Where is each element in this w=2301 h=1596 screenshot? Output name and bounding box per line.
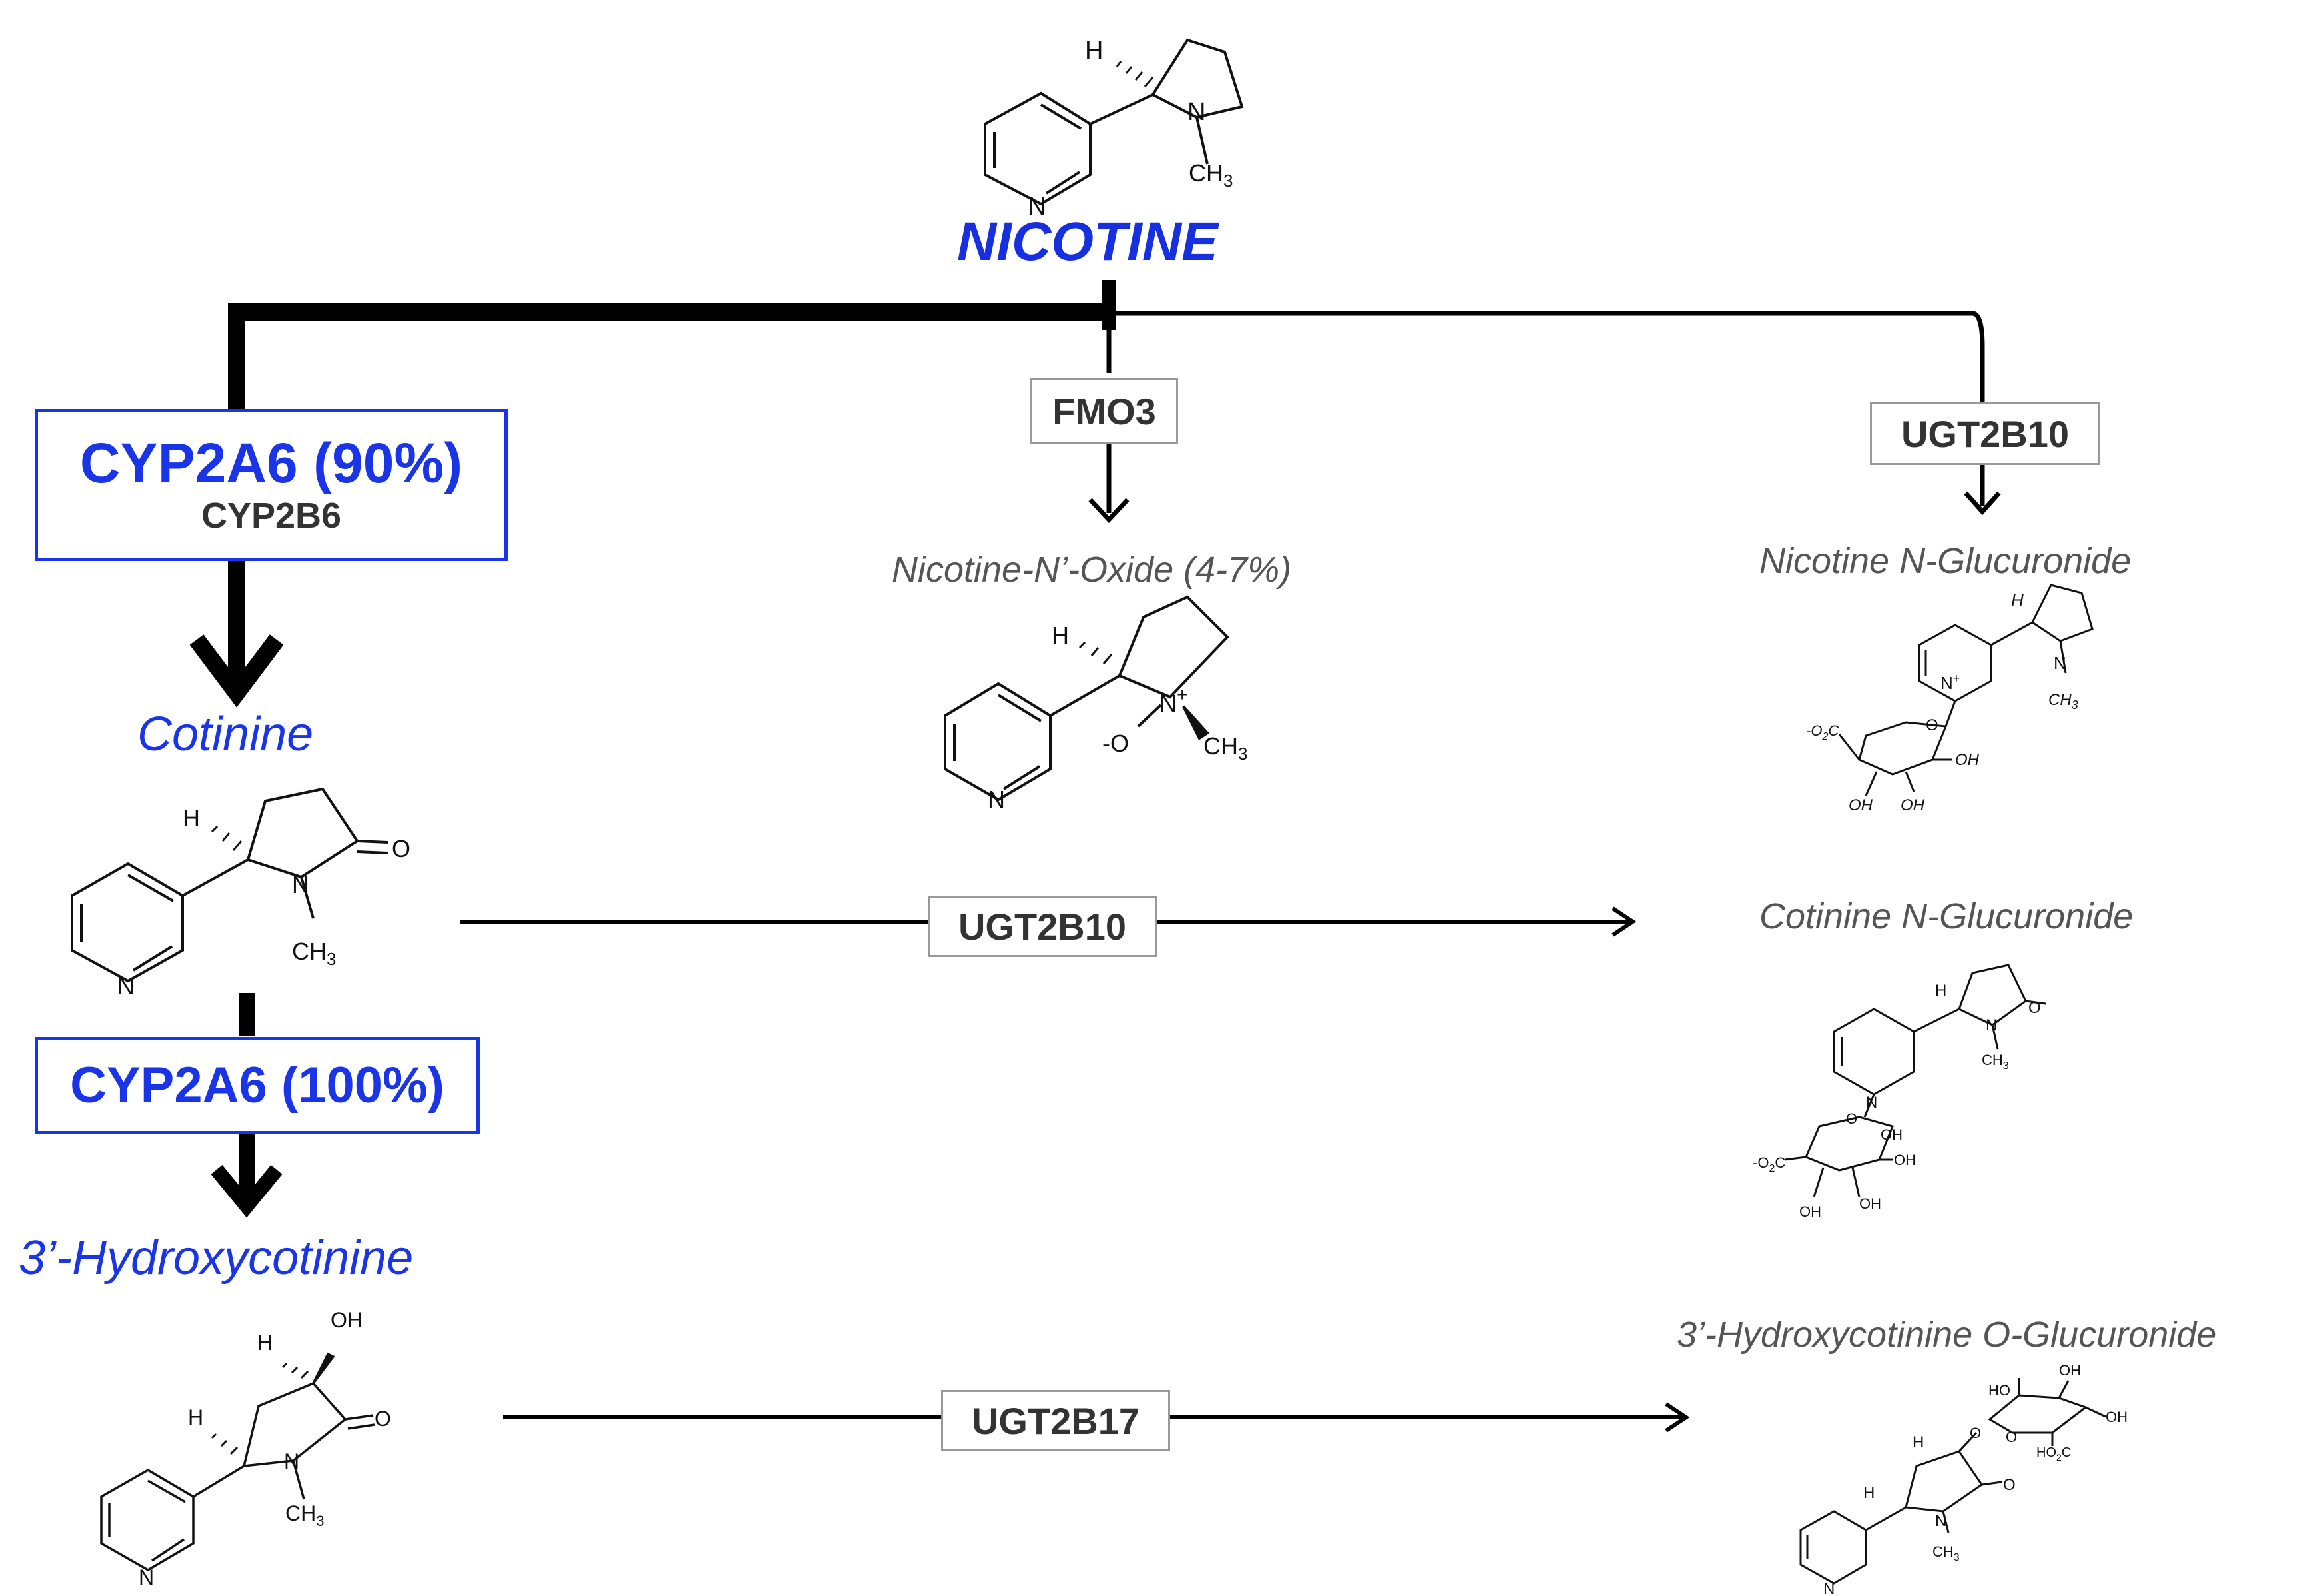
hglucuronide-atom-ch3: CH3 <box>1932 1543 1960 1563</box>
hglucuronide-atom-o: O <box>2003 1476 2016 1494</box>
nicotine-atom-n-pyrrolidine: N <box>1187 98 1205 126</box>
ugt2b17-enzyme-box: UGT2B17 <box>941 1390 1170 1451</box>
cglucuronide-atom-ch3: CH3 <box>1982 1052 2009 1072</box>
hglucuronide-atom-oh-2: OH <box>2106 1409 2128 1425</box>
hydroxycotinine-label: 3’-Hydroxycotinine <box>19 1231 414 1285</box>
hydroxycotinine-glucuronide-label: 3’-Hydroxycotinine O-Glucuronide <box>1677 1315 2217 1355</box>
cglucuronide-atom-o-ring: O <box>1846 1110 1857 1127</box>
hglucuronide-atom-h-1: H <box>1913 1433 1924 1451</box>
hglucuronide-atom-o-ring: O <box>2006 1429 2017 1445</box>
nglucuronide-atom-n-plus: N+ <box>1940 672 1960 693</box>
fmo3-enzyme-box: FMO3 <box>1030 378 1178 444</box>
cotinine-atom-o: O <box>392 835 410 862</box>
hydroxycotinine-atom-h-2: H <box>188 1405 203 1429</box>
cglucuronide-atom-oh-2: OH <box>1894 1152 1916 1168</box>
nicotine-oxide-structure <box>944 595 1229 802</box>
nicotine-atom-n-pyridine: N <box>1028 193 1046 221</box>
hglucuronide-atom-ho: HO <box>1988 1382 2010 1399</box>
ugt2b10-top-arrowhead <box>1964 491 2001 516</box>
ugt2b10-mid-label: UGT2B10 <box>958 905 1127 948</box>
ugt2b10-mid-arrowhead <box>1611 906 1637 937</box>
nglucuronide-atom-ch3: CH3 <box>2048 691 2078 712</box>
hydroxycotinine-atom-oh: OH <box>331 1308 363 1332</box>
nglucuronide-atom-h: H <box>2011 590 2024 610</box>
nglucuronide-atom-oh-1: OH <box>1955 751 1980 769</box>
cotinine-atom-ch3: CH3 <box>292 938 336 969</box>
nicotine-structure <box>984 38 1244 206</box>
hydroxycotinine-glucuronide-structure <box>1799 1378 2106 1585</box>
cotinine-atom-n-pyrrolidinone: N <box>292 871 309 898</box>
nicotine-glucuronide-structure <box>1838 584 2094 796</box>
cotinine-label: Cotinine <box>137 708 314 761</box>
cglucuronide-atom-oh-3: OH <box>1799 1203 1821 1220</box>
nicotine-title: NICOTINE <box>957 211 1218 272</box>
nglucuronide-atom-n: N <box>2054 653 2066 673</box>
nicotine-glucuronide-label: Nicotine N-Glucuronide <box>1759 541 2132 581</box>
cyp2b6-label: CYP2B6 <box>201 496 342 536</box>
fmo3-label: FMO3 <box>1052 390 1156 432</box>
nglucuronide-atom-o: O <box>1926 716 1938 734</box>
nicotine-oxide-label: Nicotine-N’-Oxide (4-7%) <box>892 550 1292 590</box>
hydroxycotinine-atom-ch3: CH3 <box>285 1501 324 1529</box>
cglucuronide-atom-oh-4: OH <box>1859 1196 1881 1212</box>
cyp2a6-second-arrowhead <box>211 1165 283 1218</box>
ugt2b10-mid-enzyme-box: UGT2B10 <box>928 896 1157 957</box>
ugt2b17-arrowhead <box>1665 1402 1690 1433</box>
oxide-atom-ch3: CH3 <box>1203 732 1247 764</box>
nglucuronide-atom-oh-3: OH <box>1901 796 1925 814</box>
cglucuronide-atom-o: O <box>2028 999 2041 1017</box>
main-branch-thick <box>228 303 1109 413</box>
hglucuronide-atom-oh-1: OH <box>2059 1362 2081 1379</box>
hydroxycotinine-atom-h-1: H <box>257 1331 273 1355</box>
hglucuronide-atom-n: N <box>1935 1512 1946 1530</box>
oxide-atom-n-plus: N+ <box>1159 684 1187 717</box>
cglucuronide-atom-n: N <box>1986 1016 1997 1034</box>
fmo3-arrowhead <box>1088 498 1130 524</box>
nicotine-atom-ch3: CH3 <box>1189 159 1233 191</box>
cotinine-glucuronide-structure <box>1784 964 2046 1197</box>
hglucuronide-atom-ho2c: HO2C <box>2036 1445 2071 1463</box>
hglucuronide-atom-h-2: H <box>1863 1484 1875 1502</box>
cotinine-structure <box>71 787 388 983</box>
cyp2a6-arrowhead <box>189 634 284 708</box>
nicotine-atom-h: H <box>1085 37 1103 65</box>
hydroxycotinine-structure <box>100 1352 375 1572</box>
nglucuronide-atom-co2: -O2C <box>1806 722 1839 742</box>
oxide-atom-n-pyridine: N <box>988 786 1005 813</box>
cotinine-atom-n-pyridine: N <box>117 972 135 1000</box>
hydroxycotinine-atom-n-pyridine: N <box>139 1565 154 1589</box>
hydroxycotinine-atom-o: O <box>375 1407 391 1431</box>
cglucuronide-atom-co2: -O2C <box>1753 1154 1785 1174</box>
cyp2a6-second-label: CYP2A6 (100%) <box>70 1057 444 1114</box>
cyp2a6-primary-label: CYP2A6 (90%) <box>79 432 463 495</box>
ugt2b17-label: UGT2B17 <box>971 1399 1140 1442</box>
hydroxycotinine-atom-n: N <box>284 1449 299 1473</box>
hglucuronide-atom-o-link: O <box>1970 1425 1981 1441</box>
right-branch-thin <box>1109 311 1985 406</box>
cglucuronide-atom-oh-1: OH <box>1881 1126 1903 1143</box>
ugt2b10-top-enzyme-box: UGT2B10 <box>1870 402 2100 465</box>
cglucuronide-atom-n-pyridine: N <box>1866 1094 1877 1112</box>
cotinine-glucuronide-label: Cotinine N-Glucuronide <box>1759 896 2134 936</box>
cyp2a6-primary-box: CYP2A6 (90%) CYP2B6 <box>35 409 508 561</box>
cglucuronide-atom-h: H <box>1935 982 1946 1000</box>
hglucuronide-atom-n-pyridine: N <box>1823 1580 1835 1596</box>
oxide-atom-o-minus: -O <box>1102 730 1129 757</box>
cotinine-atom-h: H <box>183 804 200 832</box>
nglucuronide-atom-oh-2: OH <box>1849 796 1873 814</box>
oxide-atom-h: H <box>1052 622 1069 649</box>
cyp2a6-second-box: CYP2A6 (100%) <box>35 1037 480 1134</box>
ugt2b10-top-label: UGT2B10 <box>1901 412 2070 455</box>
